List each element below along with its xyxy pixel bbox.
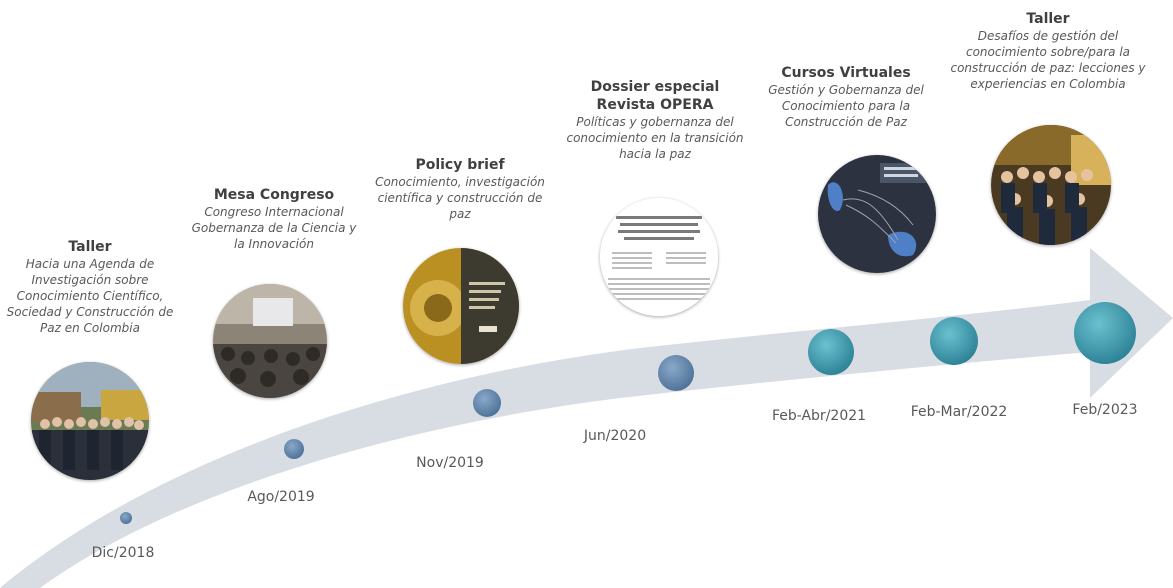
course-map-screen-icon[interactable] (818, 155, 936, 273)
event-title: Cursos Virtuales (781, 65, 911, 81)
milestone-date: Jun/2020 (583, 428, 647, 444)
milestone-date: Feb/2023 (1072, 402, 1138, 418)
milestone-event: Taller Desafíos de gestión del conocimie… (950, 10, 1146, 92)
milestone-date: Feb-Abr/2021 (771, 408, 867, 424)
milestone-dot[interactable] (284, 439, 304, 459)
policy-brief-cover-icon[interactable] (403, 248, 519, 364)
milestone-event: Policy brief Conocimiento, investigación… (372, 156, 548, 222)
milestone-dot[interactable] (120, 512, 132, 524)
event-description: Desafíos de gestión del conocimiento sob… (950, 29, 1146, 91)
timeline-arrow (0, 248, 1173, 588)
milestone-dot[interactable] (808, 329, 854, 375)
milestone-date: Ago/2019 (247, 489, 315, 505)
event-description: Políticas y gobernanza del conocimiento … (566, 115, 744, 161)
milestone-dot[interactable] (473, 389, 501, 417)
event-description: Congreso Internacional Gobernanza de la … (191, 205, 357, 251)
milestone-dot[interactable] (658, 355, 694, 391)
group-photo-icon[interactable] (991, 125, 1111, 245)
milestone-event: Cursos Virtuales Gestión y Gobernanza de… (756, 64, 936, 130)
milestone-dot[interactable] (1074, 302, 1136, 364)
event-title: Policy brief (415, 157, 505, 173)
milestone-event: Dossier especial Revista OPERA Políticas… (566, 78, 744, 162)
event-title: Taller (68, 239, 112, 255)
milestone-event: Taller Hacia una Agenda de Investigación… (6, 238, 174, 336)
event-description: Gestión y Gobernanza del Conocimiento pa… (768, 83, 924, 129)
milestone-date: Nov/2019 (416, 455, 484, 471)
conference-room-photo-icon[interactable] (213, 284, 327, 398)
milestone-event: Mesa Congreso Congreso Internacional Gob… (186, 186, 362, 252)
milestone-dot[interactable] (930, 317, 978, 365)
event-title: Mesa Congreso (213, 187, 335, 203)
event-title: Dossier especial Revista OPERA (590, 79, 720, 113)
milestone-date: Dic/2018 (91, 545, 155, 561)
journal-article-page-icon[interactable] (600, 198, 718, 316)
event-title: Taller (1026, 11, 1070, 27)
group-photo-icon[interactable] (31, 362, 149, 480)
event-description: Hacia una Agenda de Investigación sobre … (6, 257, 174, 335)
milestone-date: Feb-Mar/2022 (910, 404, 1008, 420)
event-description: Conocimiento, investigación científica y… (375, 175, 545, 221)
